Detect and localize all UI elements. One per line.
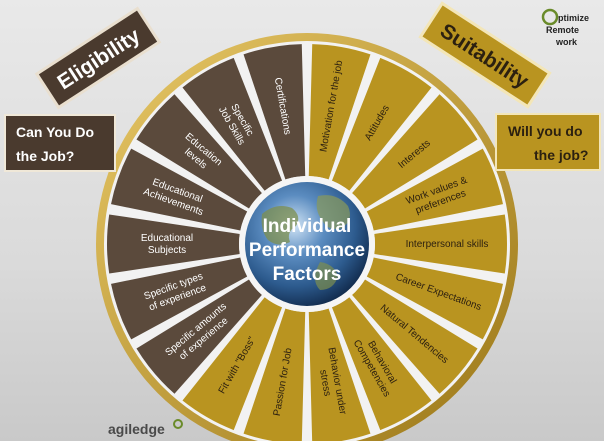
suitability-segment-label-5: Interpersonal skills bbox=[406, 239, 489, 250]
logo-line-1: ptimize bbox=[558, 13, 589, 23]
suitability-question-line-2: the job? bbox=[534, 147, 588, 163]
optimize-remote-work-logo: ptimize Remote work bbox=[541, 8, 589, 47]
suitability-segment-label-9-line-2: stress bbox=[317, 369, 332, 397]
eligibility-segment-1 bbox=[243, 44, 306, 180]
eligibility-segment-7 bbox=[136, 279, 262, 394]
suitability-segment-1 bbox=[308, 44, 371, 180]
eligibility-segment-5 bbox=[107, 214, 240, 274]
eligibility-segment-label-5-line-1: Educational bbox=[141, 233, 193, 244]
suitability-segment-5 bbox=[374, 214, 507, 274]
eligibility-question-line-1: Can You Do bbox=[16, 124, 94, 140]
suitability-segment-3 bbox=[352, 94, 478, 209]
brand-name: agiledge bbox=[108, 421, 165, 437]
eligibility-segment-2 bbox=[182, 57, 283, 191]
gear-icon bbox=[541, 8, 559, 26]
globe-landmass-2 bbox=[316, 195, 350, 229]
center-line-3: Factors bbox=[273, 264, 342, 285]
suitability-segment-10 bbox=[243, 308, 306, 441]
eligibility-segment-3 bbox=[136, 94, 262, 209]
suitability-question-box: Will you do the job? bbox=[495, 113, 601, 171]
globe-landmass-3 bbox=[315, 262, 338, 290]
globe-landmass bbox=[261, 206, 299, 245]
eligibility-segment-label-5-line-2: Subjects bbox=[148, 245, 186, 256]
suitability-segment-9 bbox=[308, 308, 371, 441]
suitability-segment-7 bbox=[352, 279, 478, 394]
suitability-segment-6 bbox=[366, 257, 503, 340]
eligibility-question-box: Can You Do the Job? bbox=[4, 114, 116, 172]
eligibility-banner: Eligibility bbox=[34, 6, 162, 110]
suitability-question-line-1: Will you do bbox=[508, 123, 583, 139]
center-line-2: Performance bbox=[249, 240, 365, 261]
logo-line-3: work bbox=[555, 37, 578, 47]
brand-gear-icon bbox=[173, 419, 183, 429]
suitability-segment-11 bbox=[182, 297, 283, 431]
eligibility-segment-6 bbox=[111, 257, 248, 340]
suitability-segment-label-5-line-1: Interpersonal skills bbox=[406, 239, 489, 250]
suitability-segment-4 bbox=[366, 148, 503, 231]
suitability-segment-2 bbox=[331, 57, 432, 191]
suitability-segment-8 bbox=[331, 297, 432, 431]
agiledge-logo: agiledge bbox=[108, 419, 183, 437]
eligibility-segment-4 bbox=[111, 148, 248, 231]
center-line-1: Individual bbox=[263, 216, 352, 237]
eligibility-question-line-2: the Job? bbox=[16, 148, 74, 164]
logo-line-2: Remote bbox=[546, 25, 579, 35]
